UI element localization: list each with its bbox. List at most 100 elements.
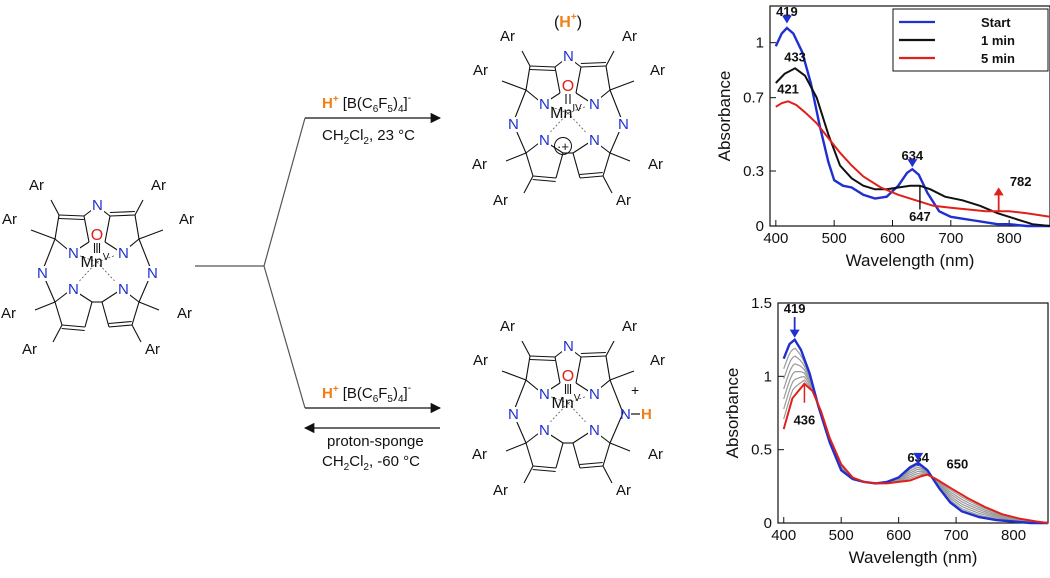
peak-label: 421 bbox=[777, 81, 799, 96]
x-tick-label: 500 bbox=[829, 527, 854, 544]
bottom-conditions: CH2Cl2, -60 °C bbox=[322, 453, 420, 473]
top-conditions: CH2Cl2, 23 °C bbox=[322, 127, 415, 147]
plot-frame bbox=[769, 5, 1050, 227]
legend-label: Start bbox=[981, 15, 1011, 30]
nitrogen-label: N bbox=[37, 265, 48, 282]
aryl-label: Ar bbox=[472, 446, 487, 463]
y-tick-label: 1 bbox=[764, 368, 772, 385]
nitrogen-label: N bbox=[563, 48, 574, 65]
peak-arrowhead bbox=[781, 15, 792, 24]
aryl-label: Ar bbox=[650, 62, 665, 79]
x-tick-label: 600 bbox=[886, 527, 911, 544]
reverse-reagent: proton-sponge bbox=[327, 433, 424, 450]
legend-label: 5 min bbox=[981, 51, 1015, 66]
series-line bbox=[775, 67, 1050, 227]
aryl-label: Ar bbox=[179, 211, 194, 228]
series-line bbox=[775, 100, 1050, 218]
nitrogen-label: N bbox=[68, 245, 79, 262]
aryl-label: Ar bbox=[616, 192, 631, 209]
bottom-reagent: H+[B(C6F5)4]- bbox=[322, 383, 411, 405]
nitrogen-label: N bbox=[539, 386, 550, 403]
nitrogen-label: N bbox=[118, 281, 129, 298]
svg-text:O: O bbox=[562, 78, 574, 95]
svg-text:O: O bbox=[91, 227, 103, 244]
aryl-label: Ar bbox=[616, 482, 631, 499]
plot-frame bbox=[777, 302, 1049, 524]
y-tick-label: 0.5 bbox=[751, 442, 772, 459]
nitrogen-label: N bbox=[147, 265, 158, 282]
intermediate-trace bbox=[783, 363, 1049, 524]
aryl-label: Ar bbox=[493, 192, 508, 209]
corrole-skeleton bbox=[512, 56, 624, 183]
series-line bbox=[782, 382, 1049, 524]
svg-text:N: N bbox=[620, 406, 631, 423]
svg-text:MnV: MnV bbox=[81, 252, 110, 271]
x-tick-label: 600 bbox=[880, 230, 905, 247]
svg-text:+: + bbox=[631, 382, 639, 398]
x-tick-label: 800 bbox=[1001, 527, 1026, 544]
intermediate-trace bbox=[783, 355, 1049, 524]
peak-label: 436 bbox=[794, 412, 816, 427]
svg-text:H: H bbox=[641, 406, 652, 423]
x-tick-label: 400 bbox=[771, 527, 796, 544]
peak-arrowhead bbox=[993, 187, 1004, 196]
peak-label: 650 bbox=[947, 457, 969, 472]
reaction-scheme: H+[B(C6F5)4]- CH2Cl2, 23 °C H+[B(C6F5)4]… bbox=[195, 93, 442, 473]
aryl-label: Ar bbox=[493, 482, 508, 499]
peak-arrowhead bbox=[789, 329, 800, 338]
aryl-label: Ar bbox=[622, 28, 637, 45]
peak-label: 419 bbox=[776, 4, 798, 19]
svg-text:MnV: MnV bbox=[552, 393, 581, 412]
svg-text:O: O bbox=[562, 368, 574, 385]
nitrogen-label: N bbox=[508, 116, 519, 133]
y-tick-label: 0.3 bbox=[743, 163, 764, 180]
y-tick-label: 0.7 bbox=[743, 90, 764, 107]
aryl-label: Ar bbox=[472, 156, 487, 173]
legend-label: 1 min bbox=[981, 33, 1015, 48]
nitrogen-label: N bbox=[539, 96, 550, 113]
x-tick-label: 500 bbox=[822, 230, 847, 247]
y-tick-label: 1 bbox=[756, 35, 764, 52]
peak-label: 782 bbox=[1010, 174, 1032, 189]
nitrogen-label: N bbox=[118, 245, 129, 262]
y-tick-label: 0 bbox=[764, 515, 772, 532]
x-tick-label: 400 bbox=[763, 230, 788, 247]
aryl-label: Ar bbox=[473, 62, 488, 79]
y-axis-label: Absorbance bbox=[715, 71, 734, 162]
peak-arrowhead bbox=[907, 159, 918, 168]
aryl-label: Ar bbox=[500, 318, 515, 335]
series-line bbox=[782, 337, 1048, 525]
x-axis-label: Wavelength (nm) bbox=[849, 548, 978, 567]
aryl-label: Ar bbox=[29, 177, 44, 194]
aryl-label: Ar bbox=[648, 446, 663, 463]
nitrogen-label: N bbox=[539, 132, 550, 149]
nitrogen-label: N bbox=[589, 422, 600, 439]
y-axis-label: Absorbance bbox=[723, 368, 742, 459]
aryl-label: Ar bbox=[2, 211, 17, 228]
y-tick-label: 0 bbox=[756, 218, 764, 235]
aryl-label: Ar bbox=[151, 177, 166, 194]
svg-text:MnIV: MnIV bbox=[550, 103, 582, 122]
intermediate-trace bbox=[783, 347, 1048, 524]
nitrogen-label: N bbox=[563, 338, 574, 355]
peak-label: 634 bbox=[901, 148, 923, 163]
aryl-label: Ar bbox=[500, 28, 515, 45]
x-tick-label: 800 bbox=[997, 230, 1022, 247]
svg-text:·+: ·+ bbox=[557, 139, 569, 154]
aryl-label: Ar bbox=[177, 305, 192, 322]
corrole-skeleton bbox=[512, 346, 624, 473]
intermediate-trace bbox=[783, 371, 1049, 524]
top-reagent: H+[B(C6F5)4]- bbox=[322, 93, 411, 115]
series-line bbox=[774, 26, 1050, 228]
peak-arrowhead bbox=[913, 452, 924, 461]
y-tick-label: 1.5 bbox=[751, 295, 772, 312]
aryl-label: Ar bbox=[622, 318, 637, 335]
nitrogen-label: N bbox=[589, 132, 600, 149]
nitrogen-label: N bbox=[589, 386, 600, 403]
x-tick-label: 700 bbox=[938, 230, 963, 247]
aryl-label: Ar bbox=[145, 341, 160, 358]
